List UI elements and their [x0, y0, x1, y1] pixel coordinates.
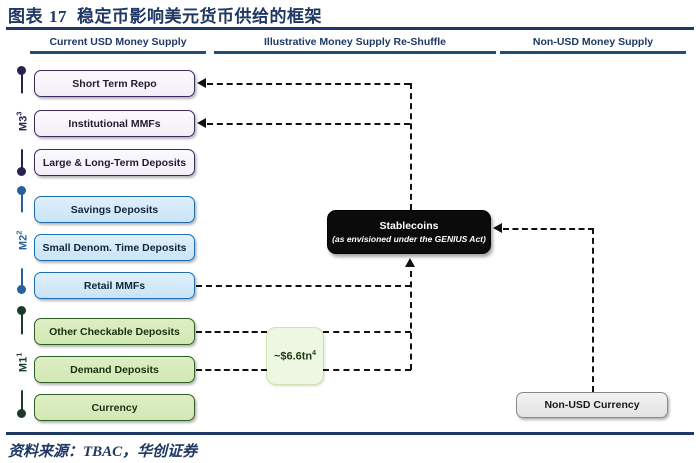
bracket-label-m1: M11 [13, 334, 31, 391]
connector-to-short-term-repo [207, 83, 410, 85]
connector-from-demand-deposits [196, 369, 267, 371]
amount-value: ~$6.6tn4 [273, 349, 317, 363]
column-header-label: Non-USD Money Supply [532, 36, 654, 48]
title-divider-top [6, 27, 694, 30]
connector-non-usd-horizontal [503, 228, 594, 230]
connector-trunk-upper [410, 83, 412, 210]
arrowhead-institutional-mmfs [197, 118, 206, 128]
column-header-label: Illustrative Money Supply Re-Shuffle [263, 36, 447, 48]
column-header-rule [500, 51, 686, 54]
bracket-m1: M11 [10, 306, 34, 418]
node-institutional-mmfs[interactable]: Institutional MMFs [34, 110, 195, 137]
column-header-current-usd-money-supply: Current USD Money Supply [30, 36, 206, 54]
bracket-label-m2: M22 [13, 212, 31, 269]
page-title: 图表 17 稳定币影响美元货币供给的框架 [8, 2, 322, 27]
column-header-rule [214, 51, 496, 54]
bracket-endpoint-dot [17, 409, 26, 418]
node-stablecoins[interactable]: Stablecoins (as envisioned under the GEN… [327, 210, 491, 254]
node-currency[interactable]: Currency [34, 394, 195, 421]
bracket-endpoint-dot [17, 167, 26, 176]
figure-number: 17 [49, 7, 67, 26]
connector-amount-to-trunk-upper [323, 331, 411, 333]
node-other-checkable-deposits[interactable]: Other Checkable Deposits [34, 318, 195, 345]
connector-to-institutional-mmfs [207, 123, 410, 125]
column-header-illustrative-reshuffle: Illustrative Money Supply Re-Shuffle [214, 36, 496, 54]
amount-callout: ~$6.6tn4 [266, 327, 324, 385]
node-small-denom-time-deposits[interactable]: Small Denom. Time Deposits [34, 234, 195, 261]
node-savings-deposits[interactable]: Savings Deposits [34, 196, 195, 223]
connector-trunk-lower [410, 271, 412, 370]
source-note: 资料来源：TBAC，华创证券 [8, 444, 198, 460]
connector-from-retail-mmfs [196, 285, 411, 287]
column-header-rule [30, 51, 206, 54]
bracket-m2: M22 [10, 186, 34, 294]
title-divider-bottom [6, 432, 694, 435]
bracket-endpoint-dot [17, 285, 26, 294]
column-header-non-usd-money-supply: Non-USD Money Supply [500, 36, 686, 54]
arrowhead-short-term-repo [197, 78, 206, 88]
node-short-term-repo[interactable]: Short Term Repo [34, 70, 195, 97]
column-header-label: Current USD Money Supply [49, 36, 187, 48]
connector-from-other-checkable-deposits [196, 331, 267, 333]
connector-amount-to-trunk-lower [323, 369, 411, 371]
node-non-usd-currency[interactable]: Non-USD Currency [516, 392, 668, 418]
arrowhead-stablecoins-non-usd [493, 223, 502, 233]
bracket-label-m3: M33 [13, 93, 31, 150]
arrowhead-stablecoins-inflow [405, 258, 415, 267]
stablecoins-title: Stablecoins [379, 220, 439, 232]
bracket-m3: M33 [10, 66, 34, 176]
connector-non-usd-vertical [592, 228, 594, 392]
stablecoins-subtitle: (as envisioned under the GENIUS Act) [332, 234, 486, 244]
figure-label: 图表 [8, 7, 43, 26]
node-large-long-term-deposits[interactable]: Large & Long-Term Deposits [34, 149, 195, 176]
figure-title-text: 稳定币影响美元货币供给的框架 [77, 7, 322, 26]
node-retail-mmfs[interactable]: Retail MMFs [34, 272, 195, 299]
node-demand-deposits[interactable]: Demand Deposits [34, 356, 195, 383]
